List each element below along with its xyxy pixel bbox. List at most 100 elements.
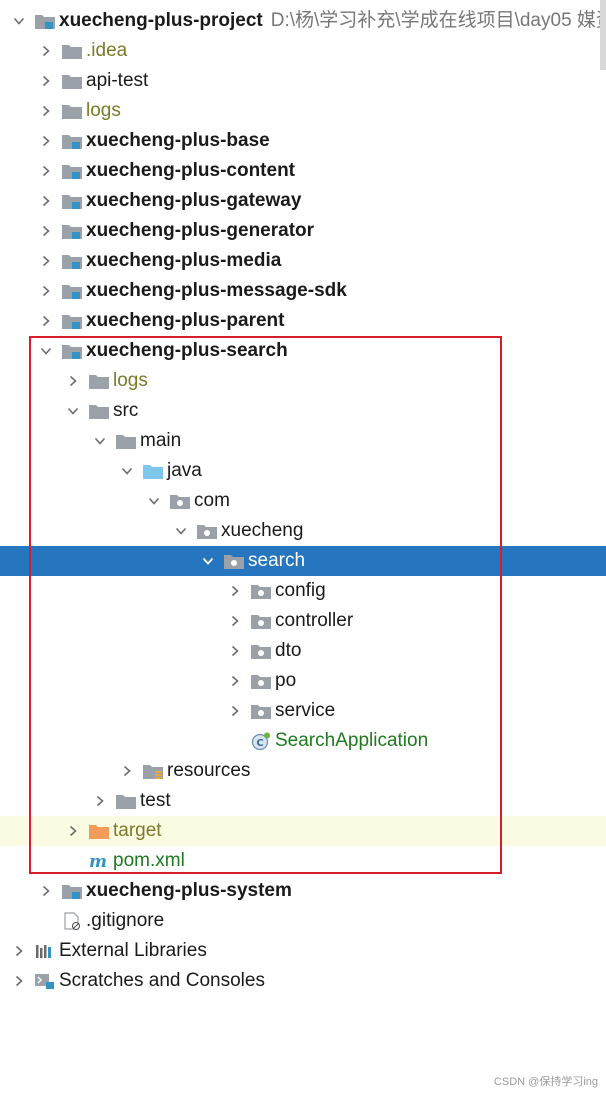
chevron-down-icon[interactable] <box>10 6 28 36</box>
tree-row-search-logs[interactable]: logs <box>0 366 606 396</box>
tree-item-label: controller <box>275 610 354 631</box>
tree-row-module-generator[interactable]: xuecheng-plus-generator <box>0 216 606 246</box>
module-folder-icon <box>34 12 56 30</box>
tree-row-search-src[interactable]: src <box>0 396 606 426</box>
module-folder-icon <box>61 222 83 240</box>
tree-item-label: xuecheng-plus-base <box>86 130 270 151</box>
tree-item-label: pom.xml <box>113 850 185 871</box>
chevron-right-icon[interactable] <box>226 576 244 606</box>
chevron-down-icon[interactable] <box>145 486 163 516</box>
package-icon <box>196 522 218 540</box>
tree-row-file-gitignore[interactable]: .gitignore <box>0 906 606 936</box>
tree-item-label: .gitignore <box>86 910 165 931</box>
chevron-right-icon[interactable] <box>10 966 28 996</box>
tree-row-external-libraries[interactable]: External Libraries <box>0 936 606 966</box>
tree-item-label: search <box>248 550 306 571</box>
tree-item-label: xuecheng-plus-message-sdk <box>86 280 347 301</box>
tree-item-label: resources <box>167 760 251 781</box>
tree-row-module-message-sdk[interactable]: xuecheng-plus-message-sdk <box>0 276 606 306</box>
chevron-right-icon[interactable] <box>64 816 82 846</box>
tree-row-package-config[interactable]: config <box>0 576 606 606</box>
chevron-right-icon[interactable] <box>37 36 55 66</box>
scrollbar-thumb[interactable] <box>600 0 606 70</box>
tree-row-src-main[interactable]: main <box>0 426 606 456</box>
chevron-right-icon[interactable] <box>118 756 136 786</box>
tree-item-label: main <box>140 430 182 451</box>
tree-item-label: logs <box>86 100 121 121</box>
tree-row-package-service[interactable]: service <box>0 696 606 726</box>
module-folder-icon <box>61 882 83 900</box>
chevron-down-icon[interactable] <box>91 426 109 456</box>
chevron-right-icon[interactable] <box>37 876 55 906</box>
chevron-right-icon[interactable] <box>37 246 55 276</box>
package-icon <box>223 552 245 570</box>
chevron-down-icon[interactable] <box>37 336 55 366</box>
tree-row-package-controller[interactable]: controller <box>0 606 606 636</box>
tree-row-package-com[interactable]: com <box>0 486 606 516</box>
chevron-right-icon[interactable] <box>37 306 55 336</box>
chevron-right-icon[interactable] <box>37 156 55 186</box>
module-folder-icon <box>61 162 83 180</box>
chevron-right-icon[interactable] <box>37 276 55 306</box>
source-folder-icon <box>142 462 164 480</box>
folder-icon <box>115 792 137 810</box>
chevron-right-icon[interactable] <box>10 936 28 966</box>
tree-row-module-parent[interactable]: xuecheng-plus-parent <box>0 306 606 336</box>
chevron-right-icon[interactable] <box>91 786 109 816</box>
tree-item-label: logs <box>113 370 148 391</box>
tree-item-label: dto <box>275 640 302 661</box>
module-folder-icon <box>61 342 83 360</box>
chevron-right-icon[interactable] <box>226 606 244 636</box>
chevron-right-icon[interactable] <box>37 126 55 156</box>
tree-row-folder-idea[interactable]: .idea <box>0 36 606 66</box>
tree-item-label: xuecheng-plus-parent <box>86 310 285 331</box>
tree-row-src-test[interactable]: test <box>0 786 606 816</box>
chevron-down-icon[interactable] <box>172 516 190 546</box>
tree-row-module-content[interactable]: xuecheng-plus-content <box>0 156 606 186</box>
module-folder-icon <box>61 282 83 300</box>
tree-row-folder-logs[interactable]: logs <box>0 96 606 126</box>
chevron-right-icon[interactable] <box>37 96 55 126</box>
tree-row-scratches-consoles[interactable]: Scratches and Consoles <box>0 966 606 996</box>
libraries-icon <box>34 942 56 960</box>
folder-icon <box>88 402 110 420</box>
chevron-right-icon[interactable] <box>37 66 55 96</box>
tree-row-package-xuecheng[interactable]: xuecheng <box>0 516 606 546</box>
package-icon <box>250 612 272 630</box>
tree-item-label: src <box>113 400 139 421</box>
tree-item-label: xuecheng-plus-generator <box>86 220 315 241</box>
tree-row-module-base[interactable]: xuecheng-plus-base <box>0 126 606 156</box>
tree-row-main-resources[interactable]: resources <box>0 756 606 786</box>
chevron-down-icon[interactable] <box>64 396 82 426</box>
chevron-right-icon[interactable] <box>226 666 244 696</box>
tree-row-module-search[interactable]: xuecheng-plus-search <box>0 336 606 366</box>
chevron-right-icon[interactable] <box>37 186 55 216</box>
chevron-down-icon[interactable] <box>118 456 136 486</box>
tree-row-main-java[interactable]: java <box>0 456 606 486</box>
tree-row-package-dto[interactable]: dto <box>0 636 606 666</box>
tree-item-label: .idea <box>86 40 128 61</box>
tree-row-folder-api-test[interactable]: api-test <box>0 66 606 96</box>
tree-row-module-media[interactable]: xuecheng-plus-media <box>0 246 606 276</box>
tree-row-package-po[interactable]: po <box>0 666 606 696</box>
folder-icon <box>61 102 83 120</box>
excluded-folder-icon <box>88 822 110 840</box>
chevron-right-icon[interactable] <box>226 636 244 666</box>
tree-row-module-gateway[interactable]: xuecheng-plus-gateway <box>0 186 606 216</box>
chevron-right-icon[interactable] <box>64 366 82 396</box>
tree-row-search-target[interactable]: target <box>0 816 606 846</box>
chevron-right-icon[interactable] <box>37 216 55 246</box>
project-path: D:\杨\学习补充\学成在线项目\day05 媒资 <box>270 10 606 31</box>
chevron-right-icon[interactable] <box>226 696 244 726</box>
tree-row-package-search[interactable]: search <box>0 546 606 576</box>
tree-item-label: test <box>140 790 171 811</box>
package-icon <box>250 672 272 690</box>
tree-row-module-system[interactable]: xuecheng-plus-system <box>0 876 606 906</box>
chevron-down-icon[interactable] <box>199 546 217 576</box>
folder-icon <box>61 72 83 90</box>
ignored-file-icon <box>61 912 83 930</box>
